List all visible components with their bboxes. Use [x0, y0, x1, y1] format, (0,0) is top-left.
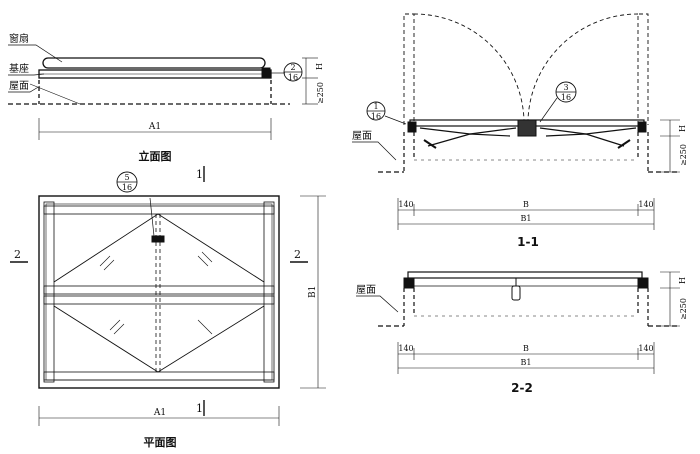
elevation-title: 立面图: [139, 149, 172, 163]
section-2-view: 屋面 H ≥250 140 B 140 B1 2-2: [356, 271, 688, 395]
s2-dim-min: ≥250: [679, 298, 688, 320]
s1-dim-mid: B: [523, 200, 529, 209]
label-sash: 窗扇: [9, 32, 29, 45]
section-mark-top: 1: [196, 168, 203, 181]
section-mark-left: 2: [14, 248, 21, 261]
plan-detail-top: 5: [124, 173, 129, 182]
dim-a1: A1: [148, 122, 161, 132]
s1-dim-min: ≥250: [679, 144, 688, 166]
s2-dim-right: 140: [638, 344, 653, 353]
label-roof: 屋面: [9, 80, 29, 92]
elevation-view: 窗扇 基座 屋面 2 16 H ≥250 A1 立面图: [8, 32, 325, 163]
s2-dim-left: 140: [398, 344, 413, 353]
detail-top: 2: [290, 63, 295, 72]
s2-dim-h: H: [678, 277, 687, 284]
section-2-sash: [407, 271, 643, 279]
section-mark-right: 2: [294, 248, 301, 261]
s1-dim-total: B1: [521, 214, 532, 223]
plan-dim-b1: B1: [308, 286, 318, 298]
s1-detail-a-top: 1: [373, 102, 378, 111]
dim-h: H: [315, 63, 324, 70]
swing-arc-right: [527, 13, 639, 121]
plan-title: 平面图: [144, 436, 177, 449]
plan-view: 5 16 2 2 1 1 B1 A1 平面图: [10, 166, 326, 449]
swing-arc-left: [413, 13, 525, 121]
s1-label-roof: 屋面: [352, 130, 372, 142]
s1-dim-h: H: [678, 125, 687, 132]
s2-label-roof: 屋面: [356, 284, 376, 296]
elevation-sash: [42, 57, 266, 69]
section-1-view: 屋面 1 16 3 16 H ≥250 140 B 140 B1 1-1: [352, 13, 688, 249]
section-2-operator-icon: [511, 285, 521, 301]
section-mark-bottom: 1: [196, 402, 203, 415]
s1-detail-b-top: 3: [563, 83, 568, 92]
dim-min: ≥250: [316, 82, 325, 104]
plan-detail-bottom: 16: [122, 183, 132, 192]
s2-dim-total: B1: [521, 358, 532, 367]
plan-dim-a1: A1: [153, 408, 166, 418]
operator-icon: [151, 235, 165, 243]
detail-bottom: 16: [288, 73, 298, 82]
s1-dim-right: 140: [638, 200, 653, 209]
section-2-title: 2-2: [511, 381, 533, 395]
hinge-icon: [261, 67, 271, 78]
section-1-title: 1-1: [517, 235, 539, 249]
s1-detail-a-bottom: 16: [371, 112, 381, 121]
s1-detail-b-bottom: 16: [561, 93, 571, 102]
label-base: 基座: [9, 62, 29, 75]
plan-outer-frame: [38, 195, 280, 389]
s1-dim-left: 140: [398, 200, 413, 209]
s2-dim-mid: B: [523, 344, 529, 353]
